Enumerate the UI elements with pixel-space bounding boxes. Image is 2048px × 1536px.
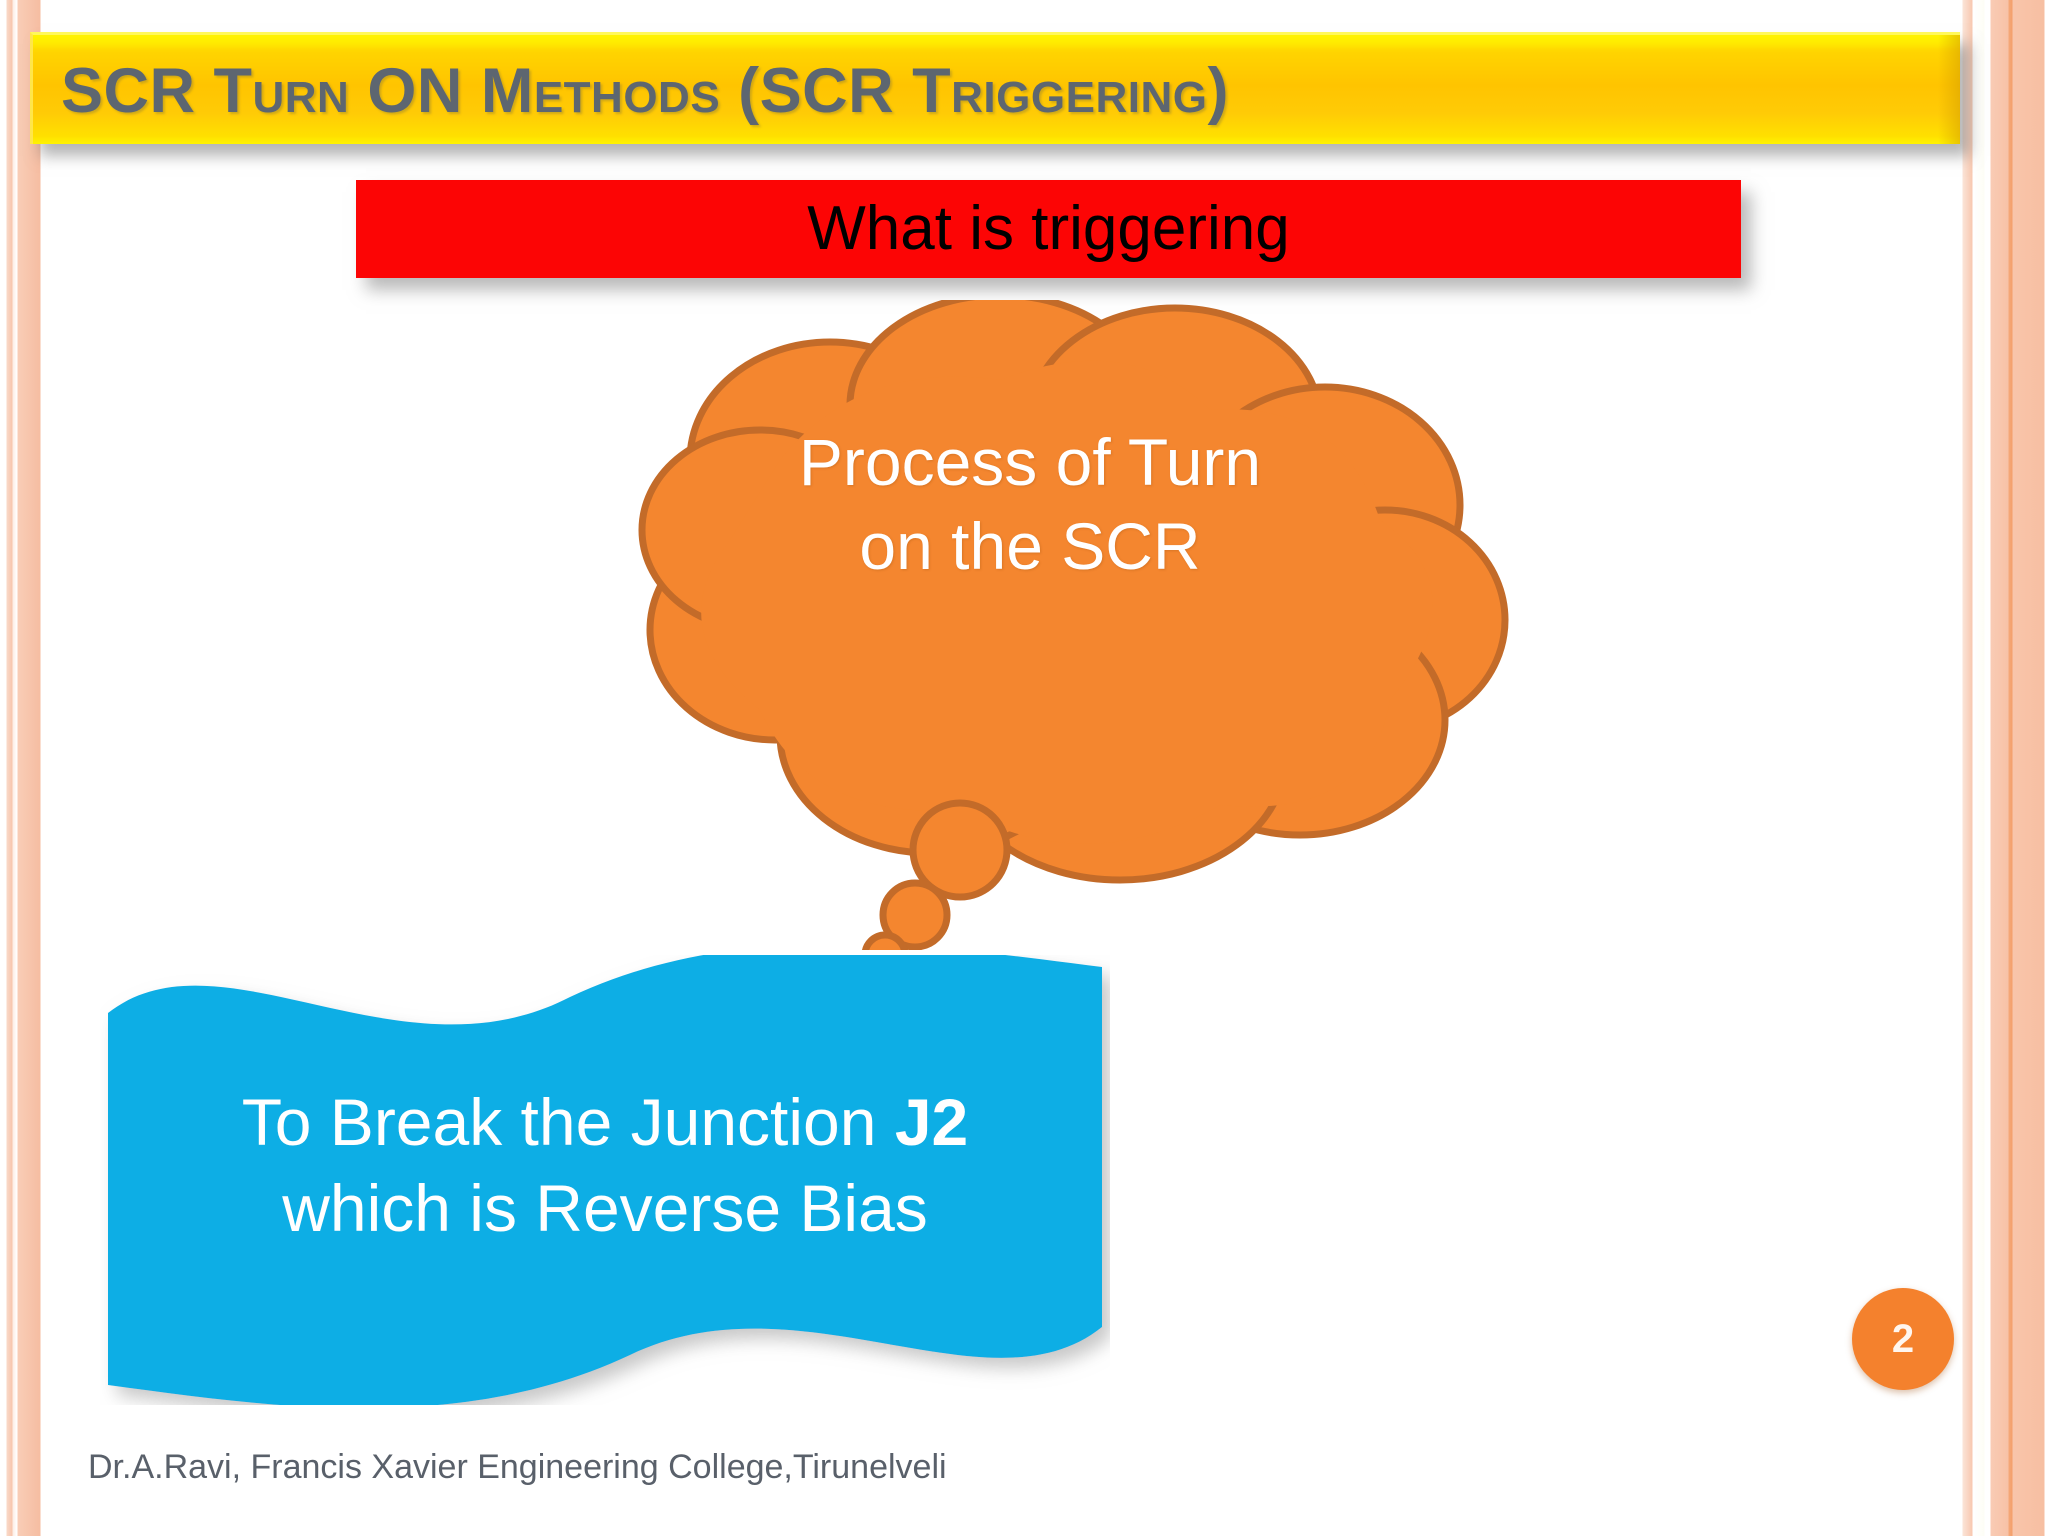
wave-line-1-prefix: To Break the Junction [241,1085,895,1159]
left-border-stripe [0,0,48,1536]
page-title: SCR Turn ON Methods (SCR Triggering) [61,56,1229,126]
thought-tail-bubble-medium [879,879,951,950]
wave-line-1-bold: J2 [894,1085,969,1159]
thought-tail-bubble-small [862,931,908,950]
wave-callout: To Break the Junction J2 which is Revers… [100,955,1110,1405]
thought-tail-bubble-large [909,799,1011,901]
page-number-label: 2 [1891,1317,1915,1361]
thought-cloud-callout: Process of Turn on the SCR [530,300,1540,950]
right-border-stripe [1940,0,2048,1536]
question-banner: What is triggering [356,180,1741,278]
wave-callout-text: To Break the Junction J2 which is Revers… [130,1080,1080,1252]
page-number-badge: 2 [1852,1288,1954,1390]
thought-cloud-line-1: Process of Turn [798,425,1262,499]
slide-title-bar: SCR Turn ON Methods (SCR Triggering) [30,32,1960,144]
thought-cloud-shape [638,300,1509,950]
thought-cloud-text: Process of Turn on the SCR [680,420,1380,589]
slide-footer: Dr.A.Ravi, Francis Xavier Engineering Co… [88,1448,947,1486]
wave-shape [108,955,1102,1405]
question-banner-label: What is triggering [807,194,1290,263]
wave-line-1: To Break the Junction J2 [130,1080,1080,1166]
wave-line-2: which is Reverse Bias [282,1170,928,1245]
thought-cloud-line-2: on the SCR [859,509,1201,584]
